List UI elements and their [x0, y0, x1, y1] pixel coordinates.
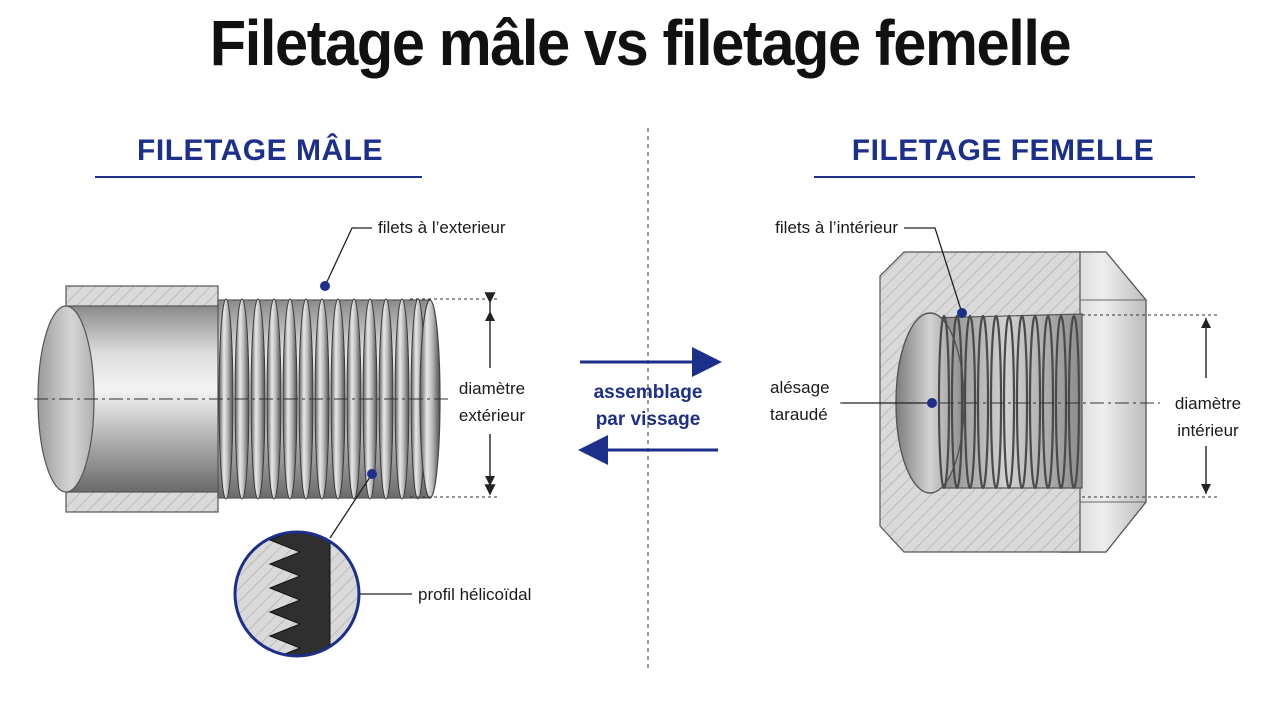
male-threads-label: filets à l’exterieur — [378, 218, 506, 237]
female-diameter-label-1: diamètre — [1175, 394, 1241, 413]
assembly-label-2: par vissage — [596, 409, 701, 430]
female-thread-crest — [950, 314, 964, 490]
female-heading: FILETAGE FEMELLE — [852, 134, 1154, 167]
profile-label: profil hélicoïdal — [418, 585, 531, 604]
female-nut — [879, 251, 1147, 553]
female-thread-crest — [963, 314, 977, 490]
zoom-thread-profile — [268, 532, 331, 656]
female-heading-group: FILETAGE FEMELLE — [814, 134, 1195, 178]
male-bolt — [37, 285, 441, 513]
female-threads-label: filets à l’intérieur — [775, 218, 898, 237]
male-diameter-label-1: diamètre — [459, 379, 525, 398]
assembly-label-1: assemblage — [594, 382, 703, 403]
male-section-top — [65, 285, 219, 309]
female-threads-callout: filets à l’intérieur — [775, 218, 967, 318]
male-diameter-label-2: extérieur — [459, 406, 525, 425]
thread-profile-zoom: profil hélicoïdal — [233, 469, 531, 658]
female-thread-crest — [1028, 314, 1042, 490]
female-diameter-dimension: diamètre intérieur — [1082, 314, 1241, 498]
male-threads-callout: filets à l’exterieur — [320, 218, 506, 291]
male-heading-group: FILETAGE MÂLE — [95, 133, 422, 178]
female-thread-crest — [989, 314, 1003, 490]
male-section-bottom — [65, 489, 219, 513]
page-title: Filetage mâle vs filetage femelle — [209, 7, 1072, 79]
male-heading: FILETAGE MÂLE — [137, 133, 383, 167]
female-thread-crest — [1067, 314, 1081, 490]
female-bore-label-2: taraudé — [770, 405, 828, 424]
female-thread-crest — [1041, 314, 1055, 490]
female-bore-label-1: alésage — [770, 378, 830, 397]
female-thread-crests — [937, 314, 1081, 490]
assembly-arrows: assemblage par vissage — [578, 347, 722, 465]
male-diameter-dimension: diamètre extérieur — [410, 292, 525, 498]
female-bore-callout: alésage taraudé — [770, 378, 937, 424]
female-thread-crest — [1002, 314, 1016, 490]
female-thread-crest — [1054, 314, 1068, 490]
female-diameter-label-2: intérieur — [1177, 421, 1239, 440]
female-thread-crest — [976, 314, 990, 490]
female-thread-crest — [1015, 314, 1029, 490]
zoom-circle-border — [233, 530, 361, 658]
female-thread-crest — [937, 314, 951, 490]
